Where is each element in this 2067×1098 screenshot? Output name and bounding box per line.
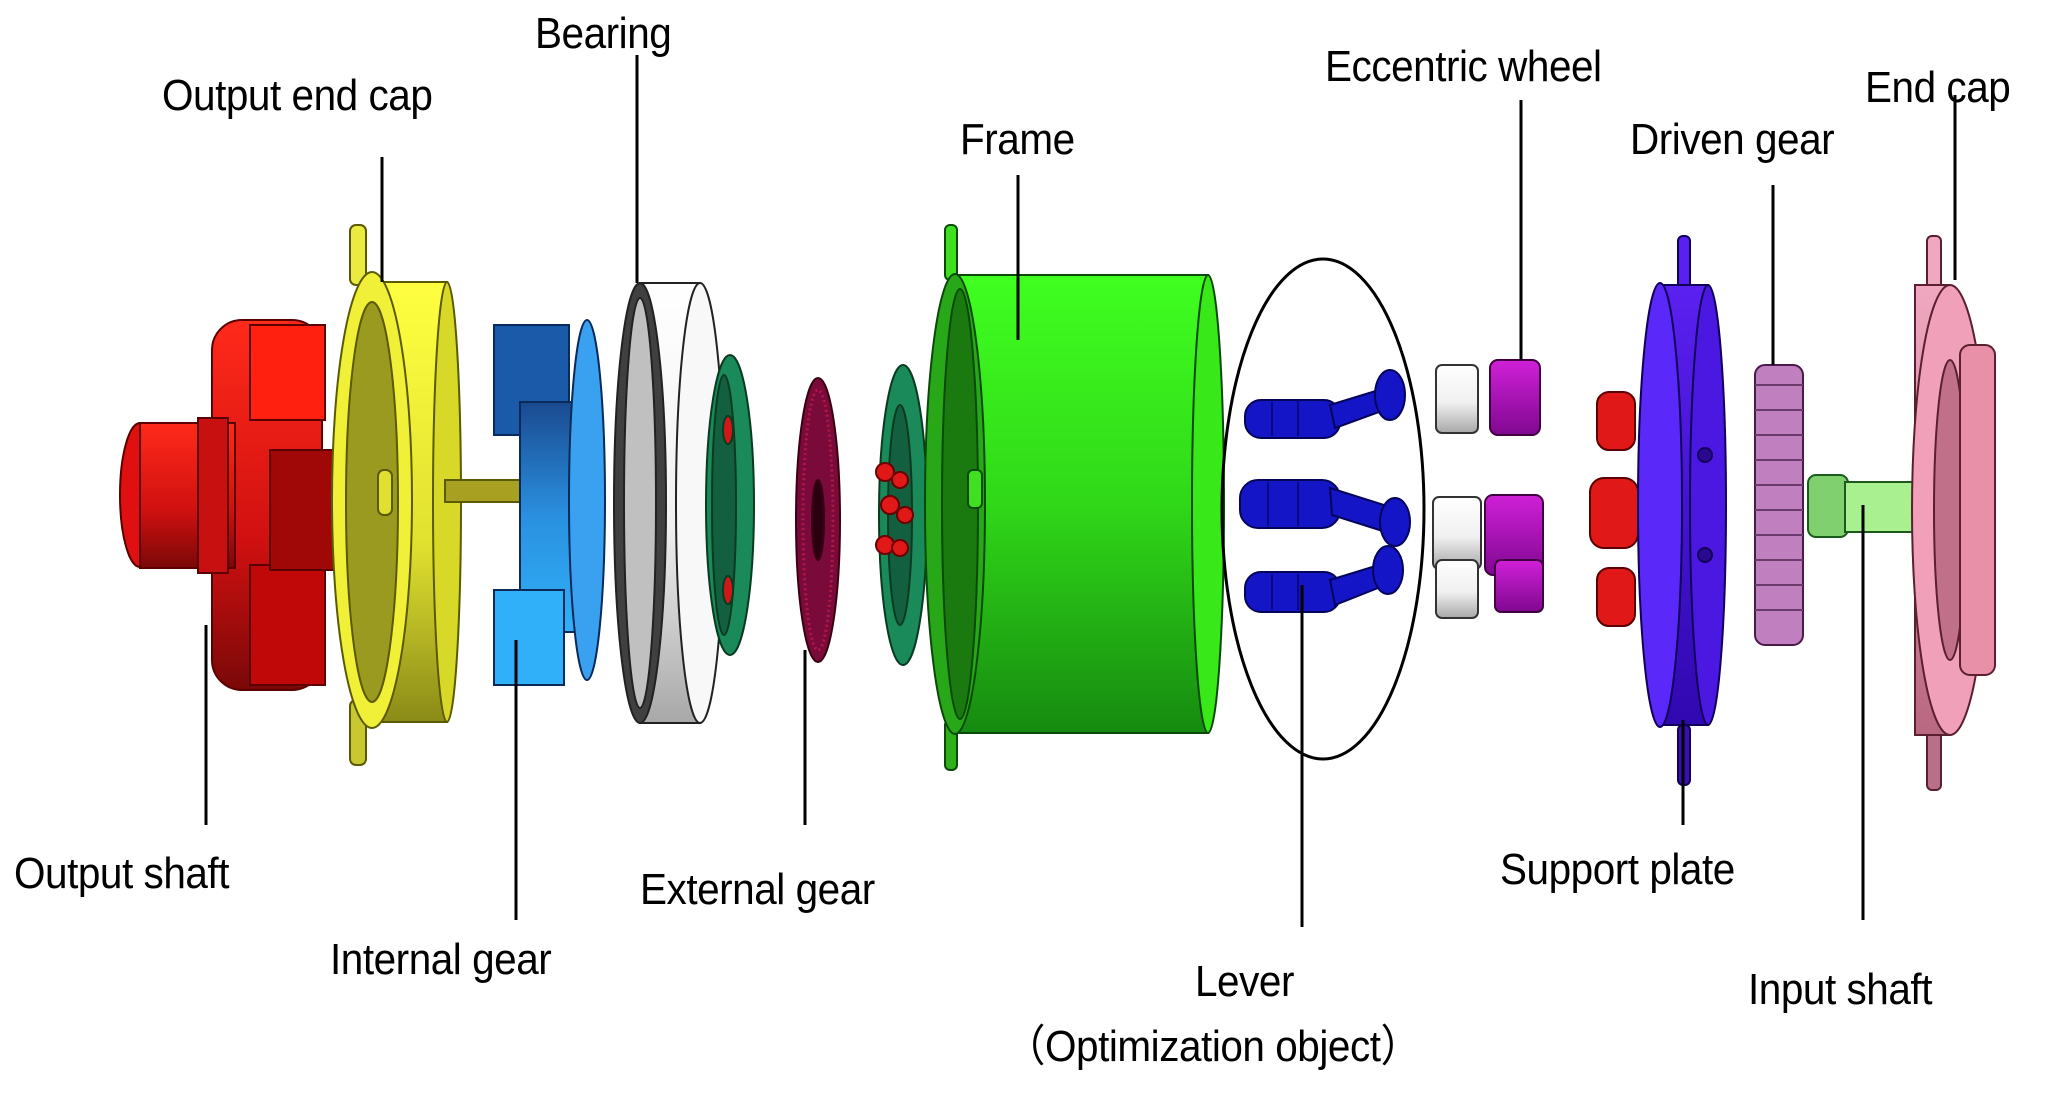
end-cap-part <box>1911 235 1996 791</box>
lever-2 <box>1239 479 1411 547</box>
label-driven-gear: Driven gear <box>1630 115 1835 164</box>
carrier-disc-2 <box>875 364 928 666</box>
internal-gear-part <box>493 319 606 686</box>
eccentric-wheel-part <box>1484 359 1544 613</box>
carrier-disc-1 <box>705 354 755 656</box>
optimization-highlight-ellipse <box>1220 257 1426 761</box>
leader-lines <box>204 55 1957 927</box>
output-end-cap-part <box>331 224 521 766</box>
external-gear-part <box>795 377 841 663</box>
label-lever-note: （Optimization object） <box>1005 1022 1421 1071</box>
label-internal-gear: Internal gear <box>330 935 552 984</box>
label-output-shaft: Output shaft <box>14 849 230 898</box>
label-support-plate: Support plate <box>1500 845 1735 894</box>
bolt-group <box>1589 391 1639 627</box>
label-bearing: Bearing <box>535 9 672 58</box>
label-external-gear: External gear <box>640 865 875 914</box>
label-output-end-cap: Output end cap <box>162 71 433 120</box>
roller-group <box>1432 364 1482 619</box>
output-shaft-part <box>119 319 336 691</box>
lever-3 <box>1244 545 1404 613</box>
lever-1 <box>1244 369 1406 439</box>
driven-gear-part <box>1754 364 1804 646</box>
label-end-cap: End cap <box>1865 63 2011 112</box>
label-eccentric-wheel: Eccentric wheel <box>1325 42 1602 91</box>
label-frame: Frame <box>960 115 1075 164</box>
frame-part <box>924 224 1225 771</box>
label-input-shaft: Input shaft <box>1748 965 1932 1014</box>
label-lever: Lever <box>1195 957 1294 1006</box>
support-plate-part <box>1637 235 1727 786</box>
lever-group <box>1239 369 1411 613</box>
bearing-part <box>613 282 725 724</box>
